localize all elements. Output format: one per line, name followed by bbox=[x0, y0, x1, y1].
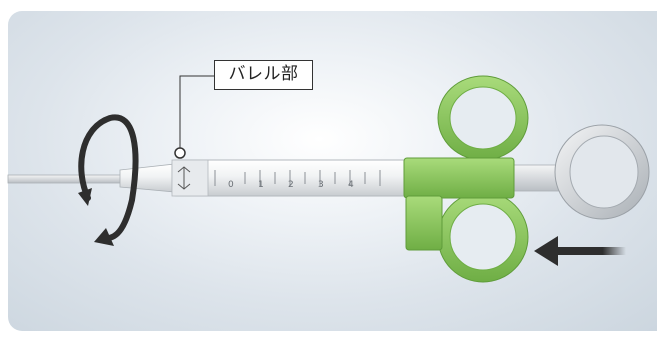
scale-mark-2: 2 bbox=[288, 180, 294, 190]
rotate-arrow-icon bbox=[78, 114, 139, 246]
rotation-mark-icon bbox=[177, 166, 191, 190]
barrel-callout-label: バレル部 bbox=[214, 60, 313, 90]
callout-leader bbox=[174, 75, 214, 159]
scale-mark-0: 0 bbox=[228, 180, 234, 190]
thumb-ring bbox=[554, 124, 650, 220]
push-arrow-icon bbox=[534, 236, 626, 266]
scale-mark-4: 4 bbox=[348, 180, 354, 190]
scale-mark-1: 1 bbox=[258, 180, 264, 190]
barrel: 0 1 2 3 4 bbox=[171, 159, 428, 197]
nozzle bbox=[7, 163, 176, 193]
barrel-scale bbox=[214, 170, 381, 186]
scale-mark-3: 3 bbox=[318, 180, 324, 190]
finger-grip bbox=[403, 75, 529, 283]
